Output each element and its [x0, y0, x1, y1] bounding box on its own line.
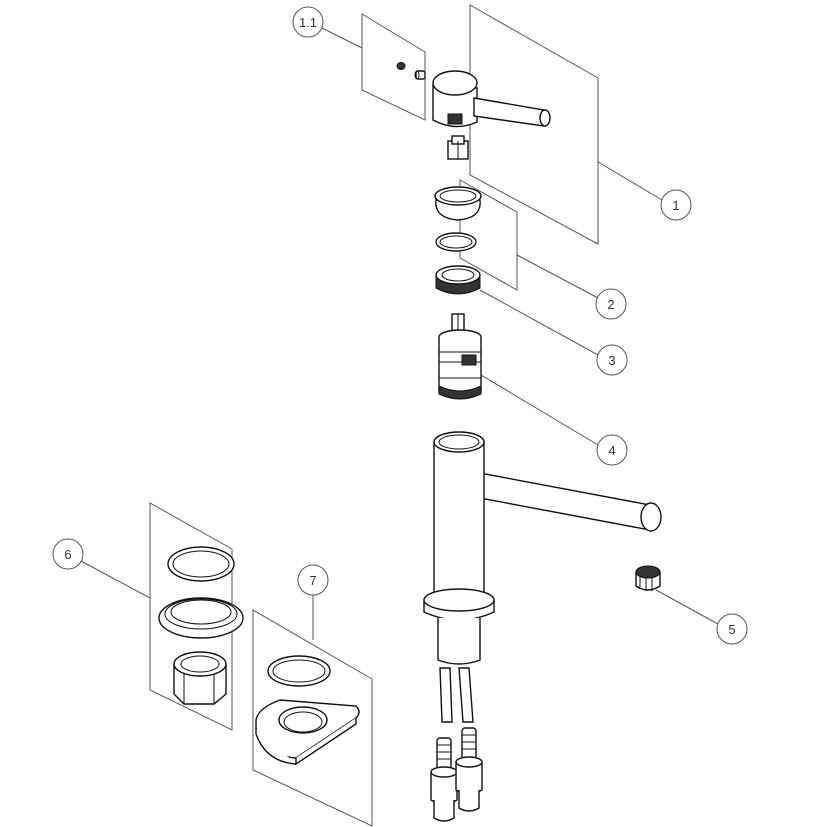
callout-6: 6: [52, 538, 151, 599]
horseshoe-bracket: [255, 699, 360, 766]
callout-2: 2: [516, 254, 627, 320]
cover-cap: [434, 186, 482, 221]
callout-4: 4: [480, 374, 628, 466]
callout-7: 7: [297, 564, 329, 640]
frame-7: [252, 609, 373, 827]
grub-screws: [396, 62, 426, 80]
sealing-washer: [158, 597, 244, 639]
gasket-ring: [167, 546, 235, 582]
frame-6: [149, 502, 233, 731]
flexible-hoses: [430, 667, 483, 822]
callout-1: 1: [597, 161, 692, 221]
callout-5: 5: [655, 589, 748, 645]
callout-5-label: 5: [728, 622, 735, 637]
spindle-adapter: [447, 135, 469, 160]
o-ring: [435, 232, 477, 252]
aerator: [635, 565, 661, 591]
cartridge: [438, 313, 482, 400]
callout-1-1-label: 1.1: [299, 15, 317, 30]
hex-nut: [173, 651, 227, 705]
frame-2: [459, 179, 518, 291]
fixing-washer: [267, 655, 331, 687]
threaded-nut: [435, 265, 481, 295]
frame-1-1: [361, 13, 426, 121]
tap-body: [423, 431, 662, 665]
callout-3: 3: [479, 289, 628, 376]
lever-handle: [432, 70, 551, 128]
callout-4-label: 4: [608, 443, 615, 458]
callout-3-label: 3: [608, 353, 615, 368]
callout-2-label: 2: [607, 297, 614, 312]
callout-1-1: 1.1: [292, 6, 363, 49]
callout-7-label: 7: [309, 573, 316, 588]
callout-1-label: 1: [672, 198, 679, 213]
callout-6-label: 6: [64, 547, 71, 562]
